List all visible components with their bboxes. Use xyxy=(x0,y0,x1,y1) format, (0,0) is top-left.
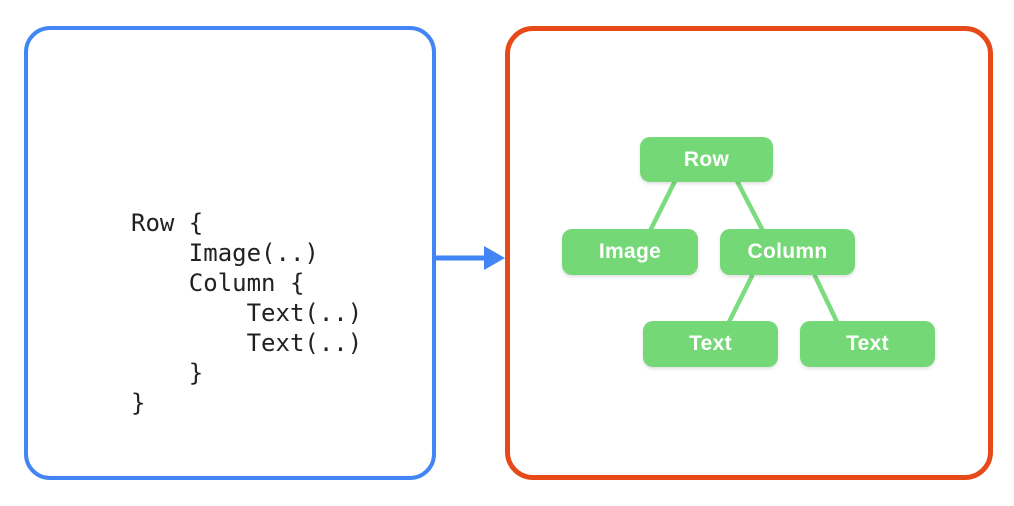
code-line: Column { xyxy=(131,269,305,297)
tree-node-label: Column xyxy=(747,240,828,263)
tree-node-label: Text xyxy=(689,332,732,355)
tree-node-label: Text xyxy=(846,332,889,355)
code-block: Row { Image(..) Column { Text(..) Text(.… xyxy=(131,208,362,418)
tree-node-row: Row xyxy=(640,137,773,182)
code-line: } xyxy=(131,359,204,387)
code-line: Row { xyxy=(131,209,204,237)
code-line: } xyxy=(131,389,146,417)
tree-node-text-1: Text xyxy=(643,321,778,367)
code-line: Text(..) xyxy=(131,299,363,327)
right-arrow-icon xyxy=(435,246,505,270)
tree-node-text-2: Text xyxy=(800,321,935,367)
tree-node-label: Row xyxy=(683,147,730,171)
tree-node-label: Image xyxy=(598,240,662,263)
tree-node-image: Image xyxy=(562,229,698,275)
code-panel: Row { Image(..) Column { Text(..) Text(.… xyxy=(24,26,436,480)
code-line: Text(..) xyxy=(131,329,363,357)
tree-node-column: Column xyxy=(720,229,855,275)
code-line: Image(..) xyxy=(131,239,319,267)
